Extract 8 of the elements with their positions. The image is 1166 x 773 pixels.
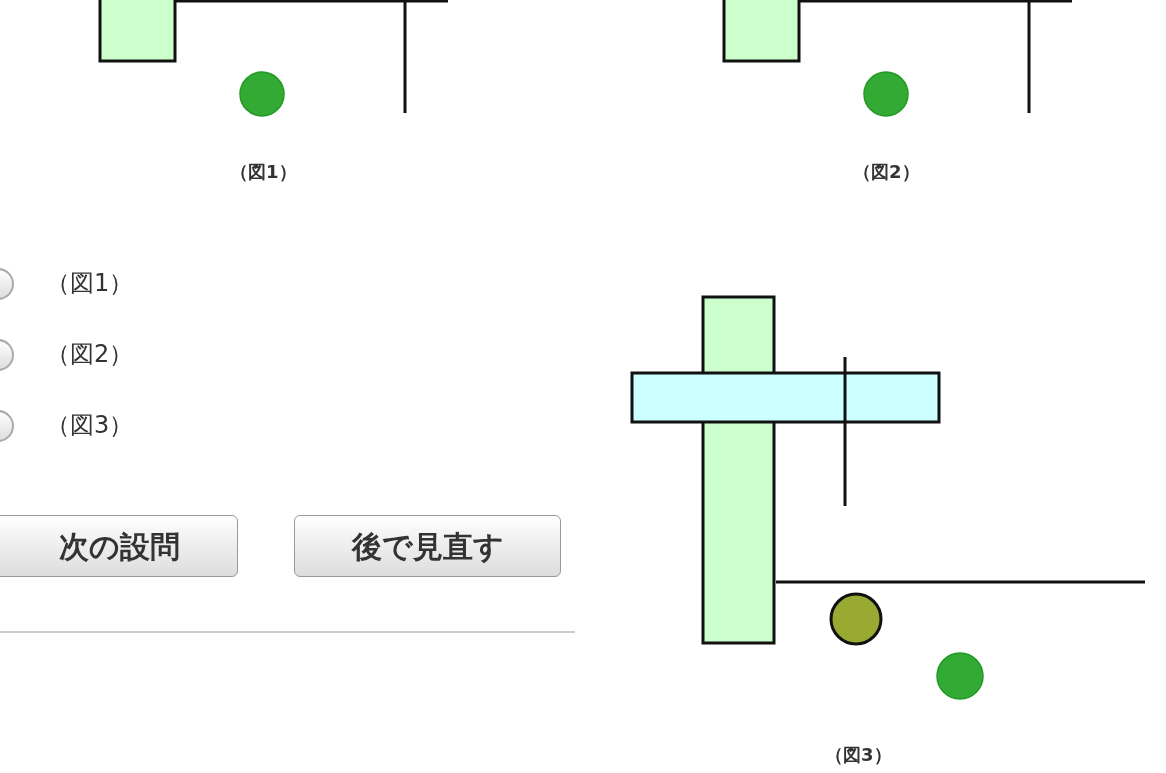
next-question-button: 次の設問 — [0, 515, 238, 577]
answer-option: （図3） — [46, 407, 134, 443]
figure-caption: （図2） — [853, 160, 920, 184]
figure-caption: （図3） — [825, 743, 892, 767]
answer-option: （図2） — [46, 336, 134, 372]
answer-option: （図1） — [46, 265, 134, 301]
figure-caption: （図1） — [230, 160, 297, 184]
review-later-button: 後で見直す — [294, 515, 561, 577]
